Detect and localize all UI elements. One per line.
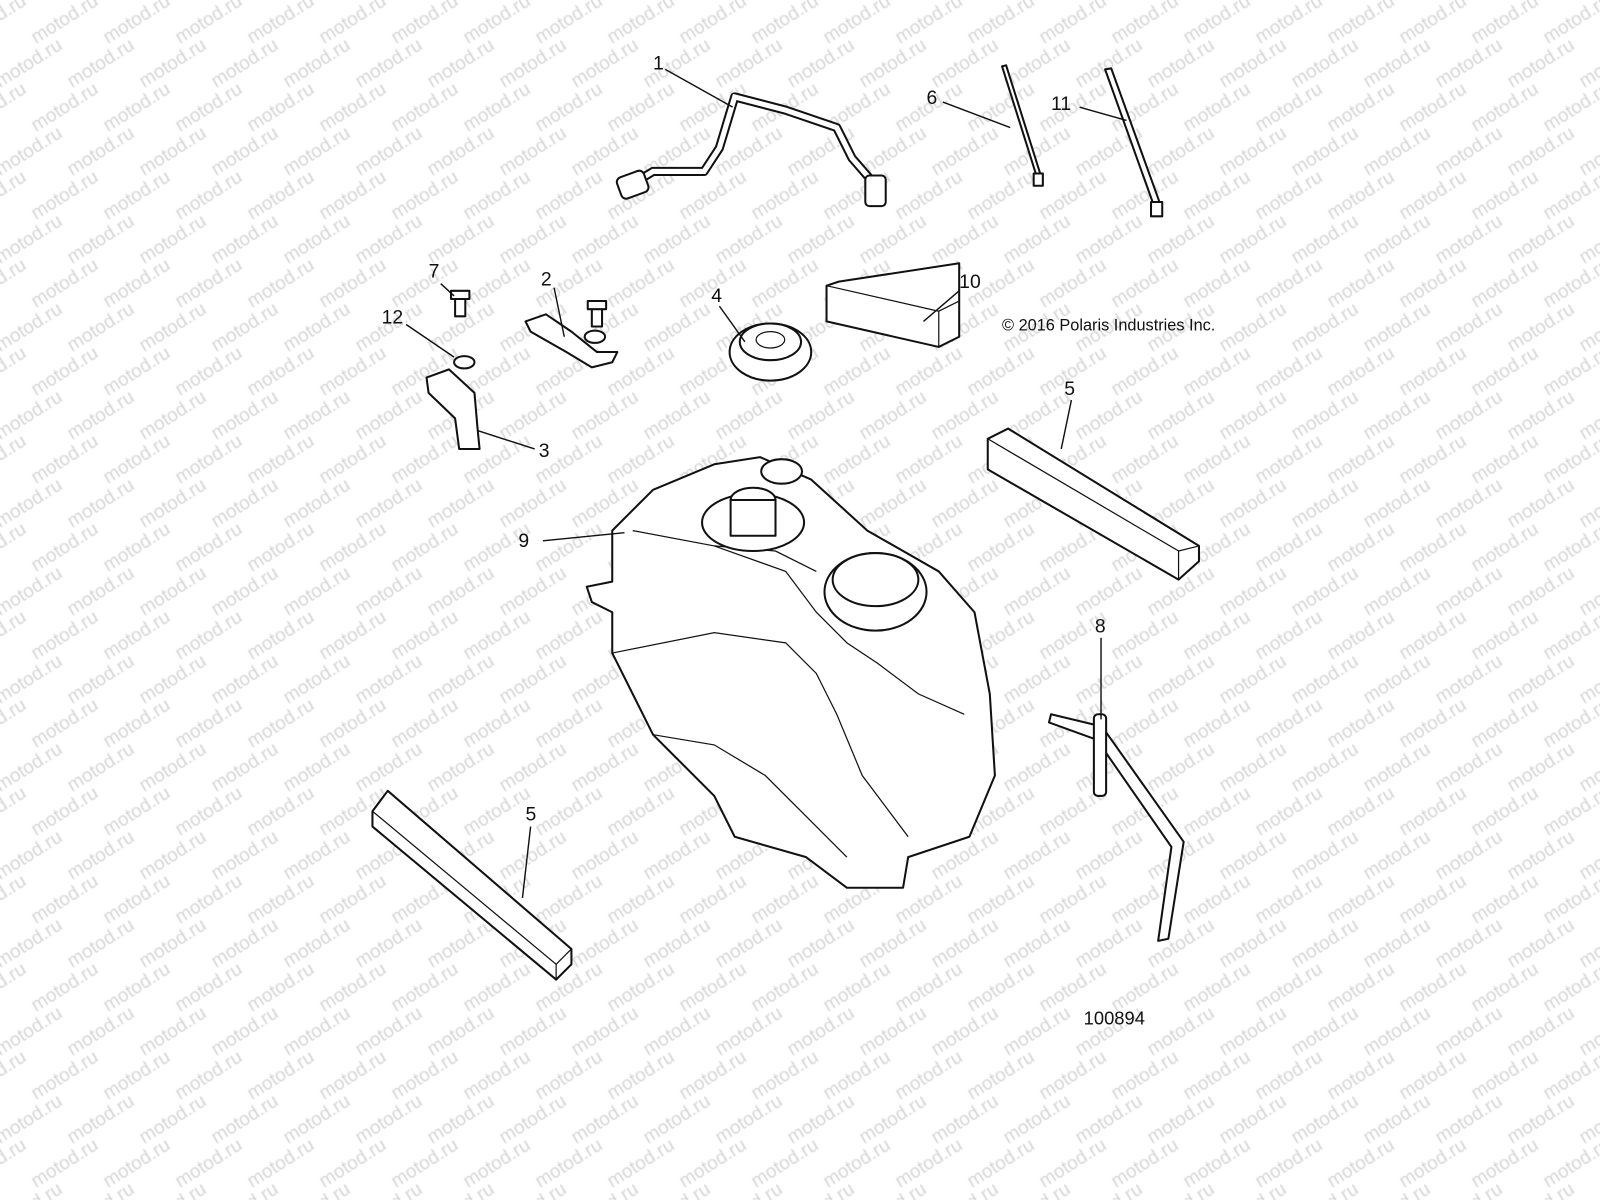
- callout-5-right: 5: [1064, 378, 1075, 400]
- foam-pad-small[interactable]: [825, 262, 961, 348]
- callout-8: 8: [1095, 616, 1106, 638]
- leader-lines: [405, 68, 1127, 899]
- callout-2: 2: [541, 269, 552, 291]
- diagram-id: 100894: [1084, 1007, 1145, 1028]
- strap[interactable]: [1047, 713, 1185, 942]
- fuel-cap[interactable]: [728, 322, 813, 382]
- vent-hose[interactable]: [615, 92, 887, 208]
- washer[interactable]: [453, 329, 607, 370]
- callout-11: 11: [1051, 93, 1071, 115]
- bracket-lower[interactable]: [425, 368, 481, 450]
- bracket-upper[interactable]: [524, 313, 619, 369]
- foam-pad-right[interactable]: [986, 427, 1200, 581]
- callout-3: 3: [539, 440, 550, 462]
- callout-5-left: 5: [526, 803, 537, 825]
- copyright-text: © 2016 Polaris Industries Inc.: [1002, 317, 1215, 335]
- cable-tie-long[interactable]: [1104, 67, 1164, 218]
- callout-7: 7: [429, 261, 440, 283]
- callout-4: 4: [711, 285, 722, 307]
- callout-6: 6: [927, 87, 938, 109]
- foam-pad-left[interactable]: [371, 789, 573, 981]
- cable-tie-short[interactable]: [1001, 64, 1044, 187]
- callout-labels: 1 2 3 4 5 5 6 7 8 9 10 11 12: [382, 52, 1106, 825]
- fuel-tank[interactable]: [585, 456, 996, 889]
- callout-10: 10: [959, 271, 981, 293]
- callout-12: 12: [382, 306, 404, 328]
- bolt[interactable]: [450, 289, 608, 328]
- callout-9: 9: [518, 530, 529, 552]
- callout-1: 1: [653, 52, 664, 74]
